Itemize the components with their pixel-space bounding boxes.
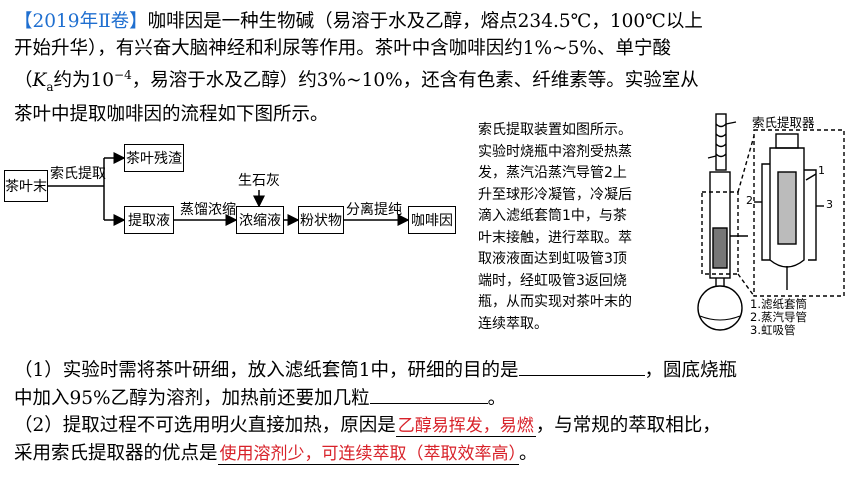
note-line: 取液液面达到虹吸管3顶 xyxy=(478,251,627,267)
legend-item: 2.蒸汽导管 xyxy=(750,310,807,324)
note-line: 发，蒸汽沿蒸汽导管2上 xyxy=(478,165,627,181)
box-concentrate: 浓缩液 xyxy=(236,206,284,234)
label-soxhlet: 索氏提取 xyxy=(50,166,106,182)
extractor-body xyxy=(709,171,731,279)
soxhlet-apparatus-drawing xyxy=(697,113,845,331)
condenser xyxy=(715,113,727,171)
enlarged-extractor xyxy=(769,147,805,268)
filter-thimble-small xyxy=(712,227,728,269)
box-tea-powder: 茶叶末 xyxy=(4,170,48,202)
intro-paragraph: 【2019年Ⅱ卷】咖啡因是一种生物碱（易溶于水及乙醇，熔点234.5℃，100℃… xyxy=(14,8,850,128)
ka-symbol: K xyxy=(32,70,47,92)
answer-blank-2[interactable] xyxy=(369,384,488,404)
note-line: 端时，经虹吸管3返回烧 xyxy=(478,272,627,289)
label-purify: 分离提纯 xyxy=(346,202,402,218)
ka-subscript: a xyxy=(46,79,54,94)
note-line: 滴入滤纸套筒1中，与茶 xyxy=(478,208,627,224)
intro-line-4: 茶叶中提取咖啡因的流程如下图所示。 xyxy=(14,103,329,125)
box-powder: 粉状物 xyxy=(298,206,344,234)
label-lime: 生石灰 xyxy=(238,173,280,189)
box-residue: 茶叶残渣 xyxy=(124,144,184,172)
note-line: 索氏提取装置如图所示。 xyxy=(478,122,632,138)
intro-line-1: 【2019年Ⅱ卷】咖啡因是一种生物碱（易溶于水及乙醇，熔点234.5℃，100℃… xyxy=(14,11,703,32)
note-line: 实验时烧瓶中溶剂受热蒸 xyxy=(478,143,632,160)
vapor-tube xyxy=(761,163,770,261)
box-extract: 提取液 xyxy=(124,206,174,234)
question-1-line-1: （1）实验时需将茶叶研细，放入滤纸套筒1中，研细的目的是，圆底烧瓶 xyxy=(14,356,860,384)
process-flowchart: 茶叶末 索氏提取 茶叶残渣 提取液 蒸馏浓缩 生石灰 浓缩液 粉状物 分离提纯 … xyxy=(0,130,462,270)
label-num-2: 2 xyxy=(746,194,753,207)
apparatus-note: 索氏提取装置如图所示。 实验时烧瓶中溶剂受热蒸 发，蒸汽沿蒸汽导管2上 升至球形… xyxy=(478,120,688,335)
label-num-3: 3 xyxy=(826,198,833,211)
box-caffeine: 咖啡因 xyxy=(408,206,456,234)
intro-line-3: （Ka约为10−4，易溶于水及乙醇）约3%~10%，还含有色素、纤维素等。实验室… xyxy=(14,68,699,94)
note-line: 叶末接触，进行萃取。萃 xyxy=(478,229,632,246)
siphon-tube xyxy=(804,169,817,261)
ka-exponent: −4 xyxy=(114,68,132,82)
intro-line-2: 开始升华），有兴奋大脑神经和利尿等作用。茶叶中含咖啡因约1%~5%、单宁酸 xyxy=(14,38,671,59)
extractor-dashed-frame xyxy=(701,191,739,275)
note-line: 升至球形冷凝管，冷凝后 xyxy=(478,186,632,203)
answer-text-2[interactable]: 使用溶剂少，可连续萃取（萃取效率高） xyxy=(217,444,520,465)
legend-item: 3.虹吸管 xyxy=(750,323,796,337)
note-line: 连续萃取。 xyxy=(478,315,548,332)
question-2-line-1: （2）提取过程不可选用明火直接加热，原因是乙醇易挥发，易燃，与常规的萃取相比， xyxy=(14,415,721,437)
answer-text-1[interactable]: 乙醇易挥发，易燃 xyxy=(395,416,536,437)
question-2-line-2: 采用索氏提取器的优点是使用溶剂少，可连续萃取（萃取效率高）。 xyxy=(14,443,538,465)
enlarged-thimble xyxy=(777,171,797,245)
flowchart-arrows xyxy=(48,152,410,226)
question-1-line-2: 中加入95%乙醇为溶剂，加热前还要加几粒。 xyxy=(14,384,860,412)
exam-tag: 【2019年Ⅱ卷】 xyxy=(14,11,148,32)
answer-blank-1[interactable] xyxy=(518,356,645,376)
enlarged-neck xyxy=(775,133,799,149)
round-bottom-flask xyxy=(697,285,743,331)
questions-block: （1）实验时需将茶叶研细，放入滤纸套筒1中，研细的目的是，圆底烧瓶 中加入95%… xyxy=(14,356,860,468)
label-num-1: 1 xyxy=(818,164,825,177)
apparatus-title: 索氏提取器 xyxy=(752,115,815,130)
zoom-frame xyxy=(753,129,845,297)
label-distill: 蒸馏浓缩 xyxy=(180,202,236,218)
legend-item: 1.滤纸套筒 xyxy=(750,297,807,311)
note-line: 瓶，从而实现对茶叶末的 xyxy=(478,294,632,310)
soxhlet-apparatus-figure: 索氏提取器 1 2 3 1.滤纸套筒 2.蒸汽导管 3.虹吸管 xyxy=(690,110,848,338)
